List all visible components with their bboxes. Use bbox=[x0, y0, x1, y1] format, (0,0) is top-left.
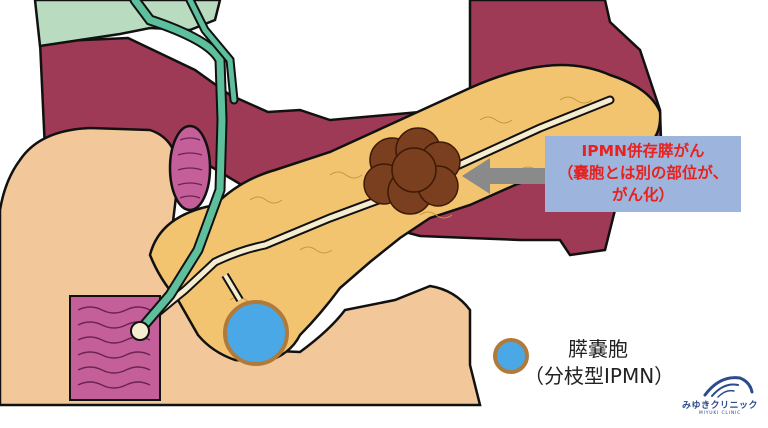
legend-cyst-swatch bbox=[493, 338, 529, 374]
clinic-logo-mark bbox=[703, 376, 754, 398]
legend: 膵嚢胞 （分枝型IPMN） bbox=[524, 336, 688, 390]
clinic-name-en: MIYUKI CLINIC bbox=[698, 411, 742, 416]
cyst bbox=[223, 300, 289, 366]
callout-line-2: （嚢胞とは別の部位が、 bbox=[557, 164, 729, 182]
pancreas-texture bbox=[229, 96, 593, 304]
clinic-logo: みゆきクリニック MIYUKI CLINIC bbox=[676, 372, 764, 416]
legend-line-2: （分枝型IPMN） bbox=[524, 364, 675, 388]
legend-line-1: 膵嚢胞 bbox=[568, 337, 628, 361]
papilla bbox=[130, 321, 150, 341]
tumor bbox=[363, 127, 461, 215]
callout-box: IPMN併存膵がん （嚢胞とは別の部位が、 がん化） bbox=[545, 136, 741, 212]
duodenal-wall bbox=[69, 295, 161, 401]
callout-line-1: IPMN併存膵がん bbox=[581, 142, 705, 160]
callout-line-3: がん化） bbox=[611, 186, 674, 204]
stomach bbox=[33, 0, 222, 48]
arrow-left-icon bbox=[462, 158, 545, 194]
clinic-name: みゆきクリニック bbox=[681, 401, 758, 411]
